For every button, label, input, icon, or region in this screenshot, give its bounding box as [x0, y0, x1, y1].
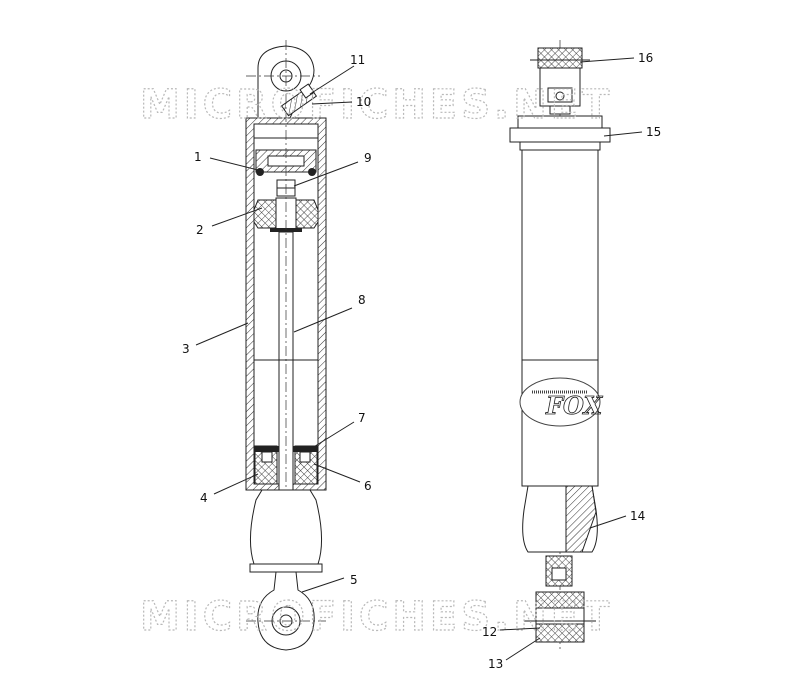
external-view: FOX — [509, 40, 611, 650]
label-5: 5 — [350, 573, 358, 587]
body-collar — [509, 127, 611, 143]
label-10: 10 — [356, 95, 371, 109]
watermark-top: MICROFICHES.NET — [140, 82, 613, 128]
watermark-bottom: MICROFICHES.NET — [140, 594, 613, 640]
label-6: 6 — [364, 479, 372, 493]
label-9: 9 — [364, 151, 372, 165]
label-11: 11 — [350, 53, 365, 67]
bleed-valve — [280, 83, 318, 117]
lower-eyelet-flange — [249, 563, 323, 573]
label-12: 12 — [482, 625, 497, 639]
label-2: 2 — [196, 223, 204, 237]
o-ring-right — [308, 168, 316, 176]
label-8: 8 — [358, 293, 366, 307]
shaft-hatched — [565, 485, 597, 553]
cutaway-view — [245, 40, 327, 651]
bottom-out-bumper — [249, 489, 323, 565]
label-15: 15 — [646, 125, 661, 139]
label-13: 13 — [488, 657, 503, 671]
label-3: 3 — [182, 342, 190, 356]
seal-head — [254, 445, 318, 485]
o-ring-left — [256, 168, 264, 176]
callouts: 1 2 3 4 5 6 7 8 9 10 11 12 13 14 15 16 — [182, 51, 661, 671]
svg-text:FOX: FOX — [545, 391, 604, 420]
label-4: 4 — [200, 491, 208, 505]
label-7: 7 — [358, 411, 366, 425]
label-14: 14 — [630, 509, 645, 523]
shock-body-external — [521, 149, 599, 487]
top-bushing — [537, 47, 583, 69]
fox-logo: FOX — [519, 377, 604, 427]
label-16: 16 — [638, 51, 653, 65]
label-1: 1 — [194, 150, 202, 164]
